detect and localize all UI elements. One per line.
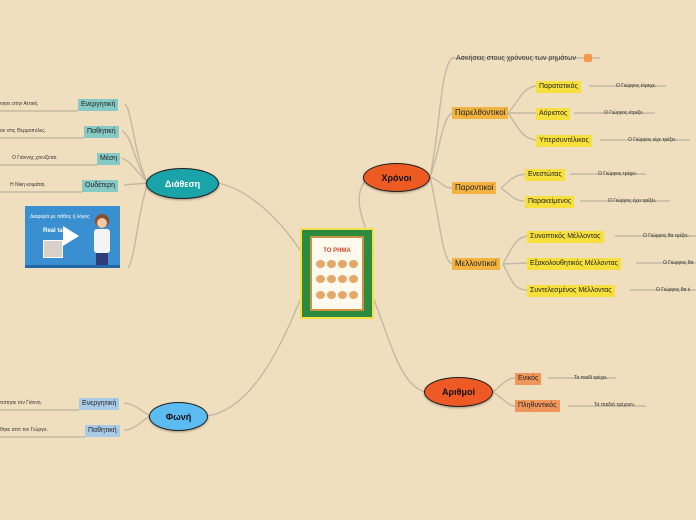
cartoon-faces-grid bbox=[316, 260, 358, 304]
node-diathesi-mesi[interactable]: Μέση bbox=[97, 153, 121, 165]
node-syntelesmenos-label: Συντελεσμένος Μέλλοντας bbox=[530, 287, 612, 294]
node-paratatikos-label: Παρατατικός bbox=[539, 83, 578, 90]
example-fwni-pathitiki: θηκε από τον Γιώργο. bbox=[0, 427, 48, 433]
node-fwni-pathitiki[interactable]: Παθητική bbox=[85, 425, 120, 437]
example-aoristos: Ο Γιώργος έτρεξε. bbox=[604, 110, 644, 116]
node-diathesi-label: Διάθεση bbox=[164, 178, 201, 189]
example-synoptikos: Ο Γιώργος θα τρέξει. bbox=[643, 233, 689, 239]
node-fwni-label: Φωνή bbox=[165, 411, 192, 422]
node-arithmoi[interactable]: Αριθμοί bbox=[424, 377, 493, 407]
exercises-link[interactable]: Ασκήσεις στους χρόνους των ρημάτων bbox=[456, 54, 592, 62]
node-ypersyntelikos-label: Υπερσυντέλικος bbox=[539, 137, 589, 144]
video-avatar bbox=[43, 240, 63, 258]
example-diathesi-mesi: Ο Γιάννης χτενίζεται. bbox=[12, 155, 58, 161]
node-parelthontikoi[interactable]: Παρελθοντικοί bbox=[452, 107, 509, 119]
node-diathesi[interactable]: Διάθεση bbox=[146, 168, 219, 199]
central-topic-card[interactable]: ΤΟ ΡΗΜΑ bbox=[300, 228, 374, 319]
node-fwni-pathitiki-label: Παθητική bbox=[88, 427, 117, 434]
node-diathesi-pathitiki[interactable]: Παθητική bbox=[84, 126, 119, 138]
example-diathesi-energitiki: νησε στην Αττική. bbox=[0, 101, 39, 107]
node-diathesi-mesi-label: Μέση bbox=[100, 155, 118, 162]
example-diathesi-oudeteri: Η Νίκη κοιμάται. bbox=[10, 182, 46, 188]
node-xronoi[interactable]: Χρόνοι bbox=[363, 163, 430, 192]
node-enestotas-label: Ενεστώτας bbox=[528, 171, 562, 178]
node-diathesi-pathitiki-label: Παθητική bbox=[87, 128, 116, 135]
central-topic-title: ΤΟ ΡΗΜΑ bbox=[323, 248, 351, 254]
node-syntelesmenos[interactable]: Συντελεσμένος Μέλλοντας bbox=[527, 285, 615, 297]
node-mellontikoi[interactable]: Μελλοντικοί bbox=[452, 258, 500, 270]
node-aoristos-label: Αόριστος bbox=[539, 110, 568, 117]
node-parakeimenos-label: Παρακείμενος bbox=[528, 198, 572, 205]
node-diathesi-energitiki[interactable]: Ενεργητική bbox=[78, 99, 119, 111]
example-syntelesmenos: Ο Γιώργος θα έ bbox=[656, 287, 691, 293]
node-diathesi-oudeteri[interactable]: Ουδέτερη bbox=[82, 180, 119, 192]
node-parontikoi-label: Παροντικοί bbox=[455, 183, 494, 192]
node-parontikoi[interactable]: Παροντικοί bbox=[452, 182, 497, 194]
example-paratatikos: Ο Γιώργος έτρεχε. bbox=[616, 83, 657, 89]
example-exakolouthitikos: Ο Γιώργος θα bbox=[663, 260, 694, 266]
node-diathesi-oudeteri-label: Ουδέτερη bbox=[85, 182, 116, 189]
video-thumbnail[interactable]: Διαφορά με πάθος ή λόγος Real talk bbox=[25, 206, 120, 268]
video-caption: Διαφορά με πάθος ή λόγος bbox=[30, 214, 90, 220]
node-diathesi-energitiki-label: Ενεργητική bbox=[81, 101, 116, 108]
node-enikos[interactable]: Ενικός bbox=[515, 373, 542, 385]
node-paratatikos[interactable]: Παρατατικός bbox=[536, 81, 581, 93]
node-arithmoi-label: Αριθμοί bbox=[442, 387, 475, 397]
node-exakolouthitikos-label: Εξακολουθητικός Μέλλοντας bbox=[530, 260, 619, 267]
play-icon[interactable] bbox=[63, 226, 79, 246]
node-exakolouthitikos[interactable]: Εξακολουθητικός Μέλλοντας bbox=[527, 258, 622, 270]
example-diathesi-pathitiki: αν στις Θερμοπύλες. bbox=[0, 128, 47, 134]
link-icon bbox=[583, 54, 592, 62]
video-progress-bar bbox=[25, 265, 120, 268]
exercises-link-label: Ασκήσεις στους χρόνους των ρημάτων bbox=[456, 54, 576, 62]
node-fwni[interactable]: Φωνή bbox=[149, 402, 208, 431]
node-synoptikos[interactable]: Συνοπτικός Μέλλοντας bbox=[527, 231, 604, 243]
node-fwni-energitiki[interactable]: Ενεργητική bbox=[79, 398, 120, 410]
node-synoptikos-label: Συνοπτικός Μέλλοντας bbox=[530, 233, 601, 240]
cartoon-character bbox=[91, 214, 113, 266]
example-enikos: Το παιδί τρέχει. bbox=[574, 375, 608, 381]
example-fwni-energitiki: τύπησε τον Γιάννη. bbox=[0, 400, 42, 406]
central-topic-image: ΤΟ ΡΗΜΑ bbox=[310, 236, 364, 311]
node-plithyntikos-label: Πληθυντικός bbox=[518, 402, 557, 409]
example-ypersyntelikos: Ο Γιώργος είχε τρέξει. bbox=[628, 137, 677, 143]
video-label: Real talk bbox=[43, 228, 68, 234]
example-parakeimenos: Ο Γιώργος έχει τρέξει. bbox=[608, 198, 657, 204]
node-parelthontikoi-label: Παρελθοντικοί bbox=[455, 108, 506, 117]
node-enestotas[interactable]: Ενεστώτας bbox=[525, 169, 565, 181]
node-ypersyntelikos[interactable]: Υπερσυντέλικος bbox=[536, 135, 592, 147]
example-plithyntikos: Τα παιδιά τρέχουν. bbox=[594, 402, 636, 408]
node-xronoi-label: Χρόνοι bbox=[381, 172, 412, 183]
example-enestotas: Ο Γιώργος τρέχει. bbox=[598, 171, 638, 177]
node-plithyntikos[interactable]: Πληθυντικός bbox=[515, 400, 560, 412]
node-mellontikoi-label: Μελλοντικοί bbox=[455, 259, 497, 268]
node-enikos-label: Ενικός bbox=[518, 375, 539, 382]
node-aoristos[interactable]: Αόριστος bbox=[536, 108, 571, 120]
node-fwni-energitiki-label: Ενεργητική bbox=[82, 400, 117, 407]
node-parakeimenos[interactable]: Παρακείμενος bbox=[525, 196, 575, 208]
